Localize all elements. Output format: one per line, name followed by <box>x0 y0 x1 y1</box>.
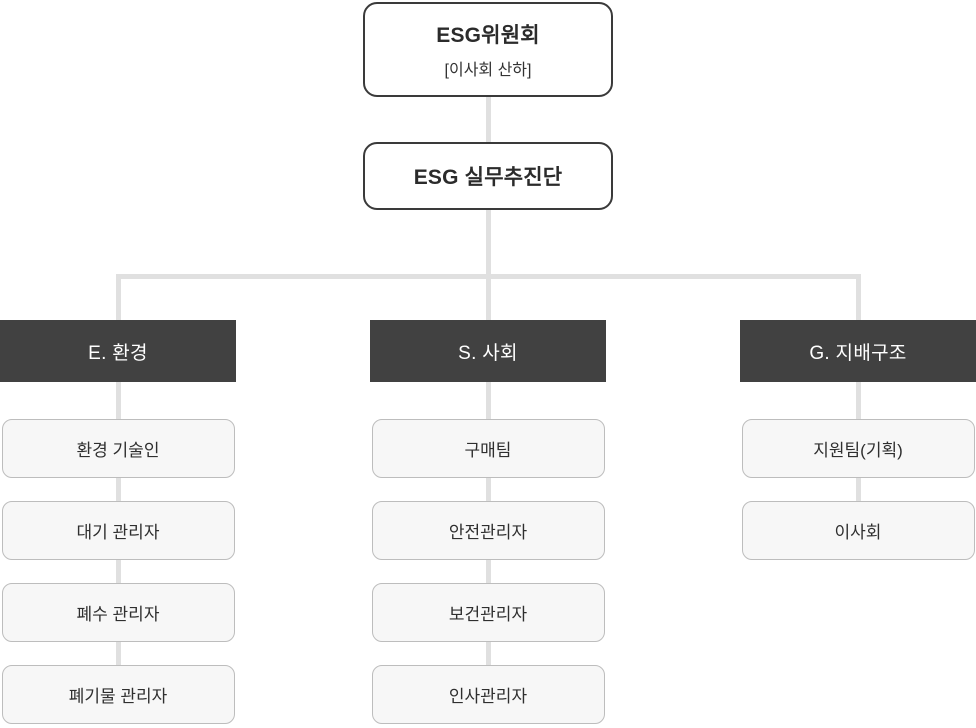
org-node: 대기 관리자 <box>1 501 235 560</box>
org-node: 지원팀(기획) <box>741 419 975 478</box>
connector-vertical <box>485 560 491 583</box>
governance-header: G. 지배구조 <box>740 320 976 382</box>
connector-vertical <box>115 382 121 419</box>
org-column-social: S. 사회 구매팀 안전관리자 보건관리자 인사관리자 <box>370 320 606 724</box>
connector-vertical <box>115 478 121 501</box>
connector-drop-governance <box>855 274 861 320</box>
org-node: 구매팀 <box>371 419 605 478</box>
org-node: 인사관리자 <box>371 665 605 724</box>
org-node: 보건관리자 <box>371 583 605 642</box>
esg-taskforce-title: ESG 실무추진단 <box>413 166 563 189</box>
connector-vertical <box>485 642 491 665</box>
org-node-esg-taskforce: ESG 실무추진단 <box>363 142 613 210</box>
org-node: 폐기물 관리자 <box>1 665 235 724</box>
connector-committee-taskforce <box>485 95 491 143</box>
connector-vertical <box>115 642 121 665</box>
org-node: 폐수 관리자 <box>1 583 235 642</box>
org-column-environment: E. 환경 환경 기술인 대기 관리자 폐수 관리자 폐기물 관리자 <box>0 320 236 724</box>
connector-taskforce-bus <box>485 209 491 275</box>
org-node-esg-committee: ESG위원회 [이사회 산하] <box>363 2 613 97</box>
org-node: 환경 기술인 <box>1 419 235 478</box>
org-column-governance: G. 지배구조 지원팀(기획) 이사회 <box>740 320 976 560</box>
org-node: 이사회 <box>741 501 975 560</box>
connector-drop-environment <box>115 274 121 320</box>
connector-vertical <box>855 382 861 419</box>
connector-vertical <box>485 382 491 419</box>
environment-header: E. 환경 <box>0 320 236 382</box>
esg-committee-title: ESG위원회 <box>436 24 540 47</box>
connector-drop-social <box>485 274 491 320</box>
connector-vertical <box>485 478 491 501</box>
org-node: 안전관리자 <box>371 501 605 560</box>
connector-vertical <box>855 478 861 501</box>
esg-committee-subtitle: [이사회 산하] <box>444 62 532 79</box>
social-header: S. 사회 <box>370 320 606 382</box>
connector-vertical <box>115 560 121 583</box>
